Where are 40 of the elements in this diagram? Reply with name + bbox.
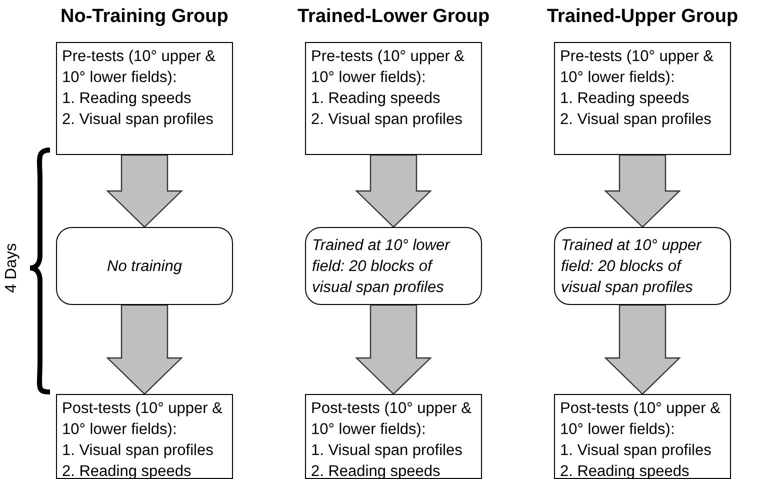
- test-box: [554, 394, 731, 479]
- list-item: 2. Reading speeds: [62, 462, 192, 479]
- box-text: Post-tests (10° upper & 10° lower fields):: [62, 399, 224, 440]
- column-heading: Trained-Upper Group: [547, 6, 738, 28]
- block-arrow: [106, 154, 183, 228]
- box-text: Pre-tests (10° upper & 10° lower fields):: [560, 47, 715, 88]
- list-item: 1. Reading speeds: [560, 89, 690, 109]
- column-heading: Trained-Lower Group: [298, 6, 490, 28]
- list-item: 2. Visual span profiles: [560, 110, 712, 130]
- test-box: [554, 42, 731, 155]
- list-item: 1. Visual span profiles: [62, 441, 214, 461]
- training-box: [56, 227, 233, 305]
- test-box: [56, 42, 233, 155]
- block-arrow: [106, 304, 183, 395]
- box-text: Trained at 10° lower field: 20 blocks of visual span profiles: [312, 236, 452, 298]
- block-arrow: [604, 154, 681, 228]
- test-box: [305, 42, 482, 155]
- box-text: No training: [107, 256, 182, 276]
- block-arrow: [355, 304, 432, 395]
- list-item: 2. Reading speeds: [311, 462, 442, 479]
- duration-label: 4 Days: [2, 243, 21, 293]
- list-item: 1. Reading speeds: [62, 89, 192, 109]
- list-item: 2. Visual span profiles: [62, 110, 214, 130]
- list-item: 1. Visual span profiles: [311, 441, 464, 461]
- training-box: [305, 227, 482, 305]
- box-text: Post-tests (10° upper & 10° lower fields):: [311, 399, 472, 440]
- box-text: Pre-tests (10° upper & 10° lower fields):: [62, 47, 217, 88]
- list-item: 1. Visual span profiles: [560, 441, 712, 461]
- column-heading: No-Training Group: [60, 6, 228, 28]
- box-text: Post-tests (10° upper & 10° lower fields):: [560, 399, 722, 440]
- training-box: [554, 227, 731, 305]
- box-text: Trained at 10° upper field: 20 blocks of visual span profiles: [561, 236, 703, 298]
- list-item: 1. Reading speeds: [311, 89, 442, 109]
- block-arrow: [355, 154, 432, 228]
- block-arrow: [604, 304, 681, 395]
- test-box: [56, 394, 233, 479]
- list-item: 2. Reading speeds: [560, 462, 690, 479]
- list-item: 2. Visual span profiles: [311, 110, 464, 130]
- box-text: Pre-tests (10° upper & 10° lower fields):: [311, 47, 466, 88]
- test-box: [305, 394, 482, 479]
